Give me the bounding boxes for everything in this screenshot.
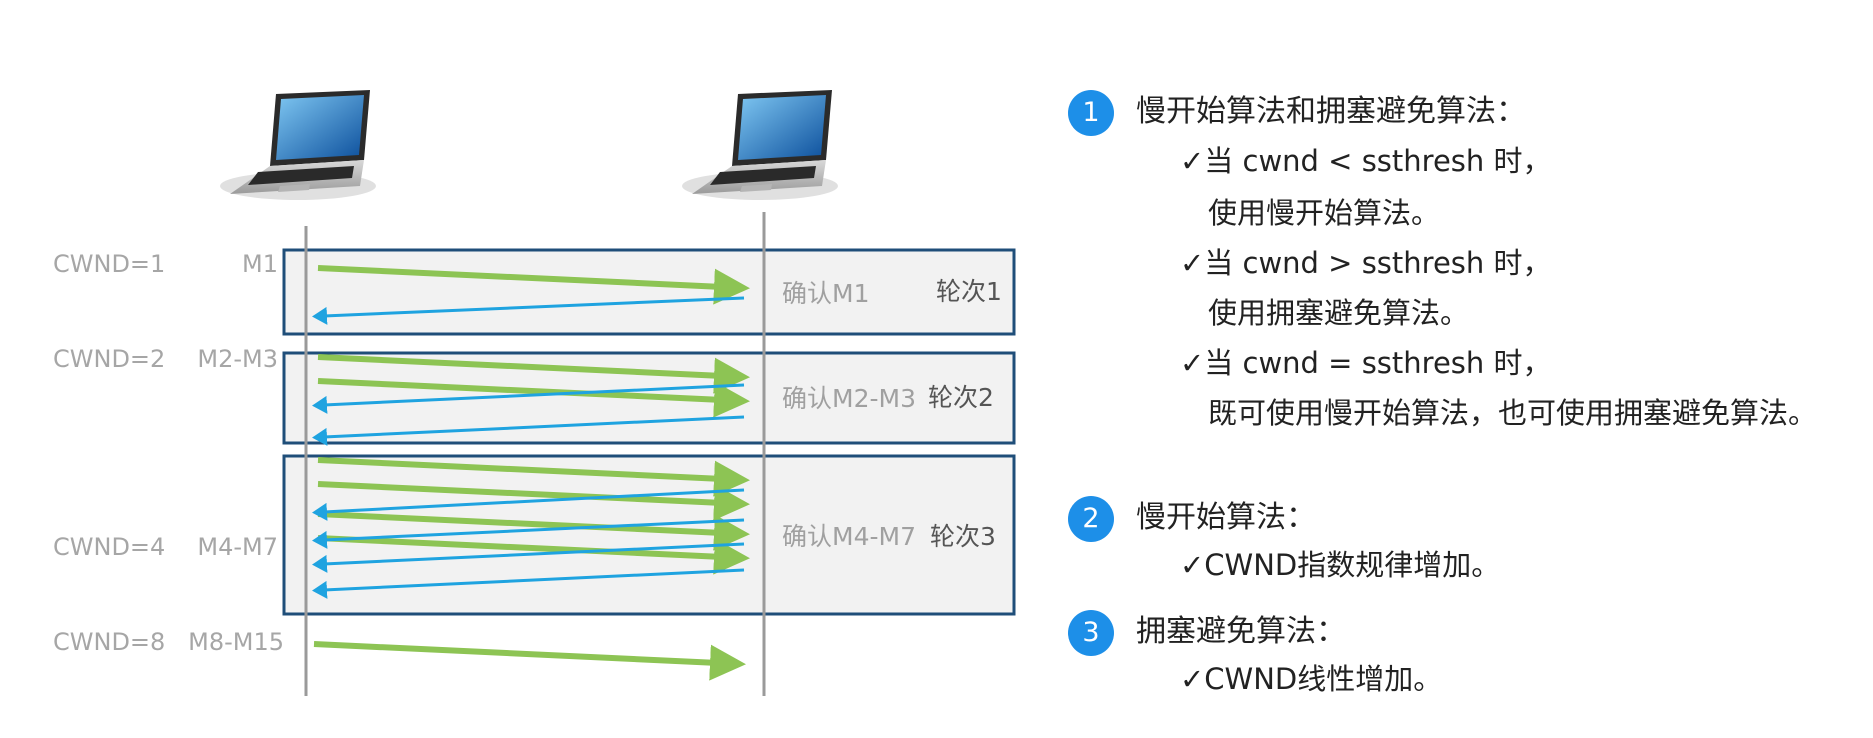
- round-label: 轮次3: [930, 522, 996, 551]
- laptop-icon: [682, 90, 838, 200]
- action-text: 既可使用慢开始算法，也可使用拥塞避免算法。: [1208, 396, 1818, 430]
- ack-arrow: [312, 488, 745, 521]
- segment-arrow: [317, 378, 750, 418]
- ack-label: 确认M1: [782, 279, 869, 308]
- segment-label: M1: [242, 250, 278, 278]
- ack-arrow: [312, 296, 745, 325]
- ack-arrow: [312, 518, 745, 549]
- segment-arrow: [317, 265, 750, 305]
- condition-text: ✓CWND线性增加。: [1180, 662, 1443, 696]
- action-text: 使用慢开始算法。: [1208, 196, 1441, 230]
- round-label: 轮次2: [928, 383, 994, 412]
- number-badge: 1: [1068, 90, 1114, 136]
- condition-text: ✓当 cwnd = ssthresh 时，: [1180, 346, 1552, 380]
- laptop-icon: [220, 90, 376, 200]
- ack-arrow: [312, 383, 745, 414]
- cwnd-label: CWND=4: [53, 533, 165, 561]
- segment-arrow: [317, 481, 750, 521]
- ack-label: 确认M2-M3: [782, 384, 916, 413]
- segment-label: M4-M7: [197, 533, 278, 561]
- section-title: 拥塞避免算法：: [1136, 614, 1346, 649]
- condition-text: ✓当 cwnd > ssthresh 时，: [1180, 246, 1552, 280]
- ack-arrow: [312, 568, 745, 599]
- segment-arrow: [317, 354, 750, 394]
- segment-arrow: [313, 641, 746, 681]
- cwnd-label: CWND=8: [53, 628, 165, 656]
- round-1-box: [282, 248, 1016, 336]
- number-badge: 2: [1068, 496, 1114, 542]
- segment-arrow: [317, 511, 750, 551]
- ack-label: 确认M4-M7: [782, 522, 916, 551]
- cwnd-label: CWND=2: [53, 345, 165, 373]
- segment-arrow: [317, 457, 750, 497]
- round-label: 轮次1: [936, 277, 1002, 306]
- ack-arrow: [312, 542, 745, 573]
- section-title: 慢开始算法：: [1136, 500, 1316, 535]
- number-badge: 3: [1068, 610, 1114, 656]
- segment-arrow: [317, 535, 750, 575]
- condition-text: ✓CWND指数规律增加。: [1180, 548, 1501, 582]
- section-title: 慢开始算法和拥塞避免算法：: [1136, 94, 1526, 129]
- ack-arrow: [312, 415, 745, 446]
- action-text: 使用拥塞避免算法。: [1208, 296, 1470, 330]
- segment-label: M8-M15: [188, 628, 284, 656]
- segment-label: M2-M3: [197, 345, 278, 373]
- cwnd-label: CWND=1: [53, 250, 165, 278]
- condition-text: ✓当 cwnd < ssthresh 时，: [1180, 144, 1552, 178]
